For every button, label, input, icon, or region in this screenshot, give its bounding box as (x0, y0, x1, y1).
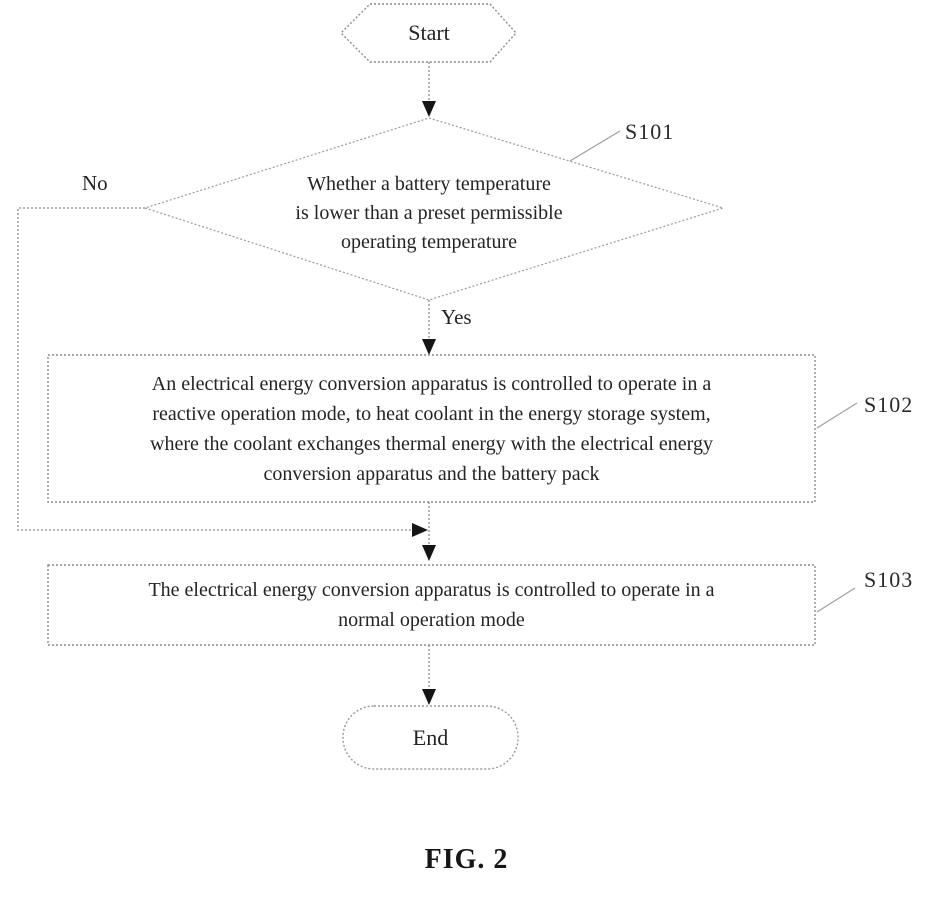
yes-branch-label: Yes (441, 305, 472, 329)
end-node-label: End (412, 724, 449, 750)
decision-node-label: Whether a battery temperature is lower t… (295, 173, 563, 253)
start-node-label: Start (408, 20, 450, 45)
leader-s102 (816, 402, 858, 429)
process2-node-label: The electrical energy conversion apparat… (148, 579, 715, 631)
process1-node-label: An electrical energy conversion apparatu… (150, 372, 713, 485)
process1-node-shape (47, 354, 816, 503)
figure-caption: FIG. 2 (424, 844, 509, 875)
leader-s101 (569, 130, 621, 162)
arrowhead-yes (422, 339, 436, 355)
process2-node-shape (47, 564, 816, 646)
arrowhead-start-decision (422, 101, 436, 117)
step-label-s101: S101 (625, 119, 675, 144)
arrowhead-no-join (412, 523, 428, 537)
leader-s103 (816, 587, 856, 613)
start-node-shape (340, 3, 517, 63)
edge-no (17, 207, 412, 531)
end-node-shape (342, 705, 519, 770)
arrowhead-process2-end (422, 689, 436, 705)
decision-node-shape (143, 117, 726, 301)
step-label-s103: S103 (864, 567, 914, 592)
arrowhead-process1-process2 (422, 545, 436, 561)
no-branch-label: No (82, 171, 108, 195)
step-label-s102: S102 (864, 392, 914, 417)
